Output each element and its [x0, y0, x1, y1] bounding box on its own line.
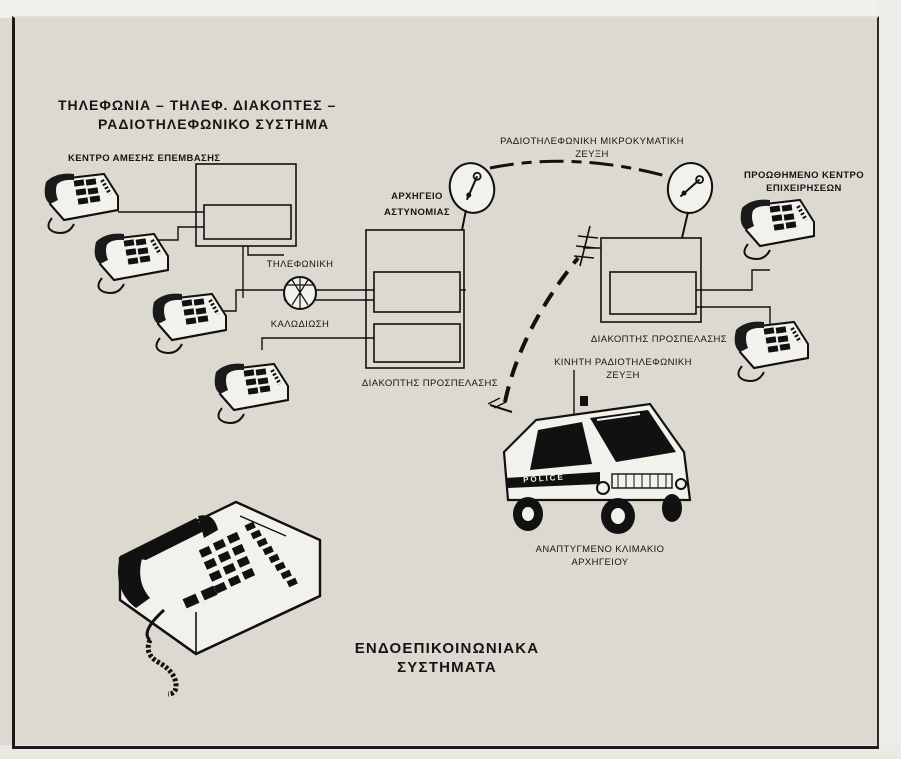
mobile-link-label: ΚΙΝΗΤΗ ΡΑΔΙΟΤΗΛΕΦΩΝΙΚΗ ΖΕΥΞΗ: [528, 357, 718, 382]
police-hq-switch: [365, 229, 465, 369]
police-hq-label: ΑΡΧΗΓΕΙΟ ΑΣΤΥΝΟΜΙΑΣ: [372, 191, 462, 219]
title-line-2: ΡΑΔΙΟΤΗΛΕΦΩΝΙΚΟ ΣΥΣΤΗΜΑ: [98, 115, 330, 132]
access-switch-right-label: ΔΙΑΚΟΠΤΗΣ ΠΡΟΣΠΕΛΑΣΗΣ: [590, 334, 728, 345]
diagram-title: ΤΗΛΕΦΩΝΙΑ – ΤΗΛΕΦ. ΔΙΑΚΟΠΤΕΣ – ΡΑΔΙΟΤΗΛΕ…: [58, 96, 336, 134]
scan-edge-right: [877, 0, 901, 759]
microwave-link-label: ΡΑΔΙΟΤΗΛΕΦΩΝΙΚΗ ΜΙΚΡΟΚΥΜΑΤΙΚΗ ΖΕΥΞΗ: [472, 136, 712, 161]
dish-mast: [681, 211, 689, 239]
title-line-1: ΤΗΛΕΦΩΝΙΑ – ΤΗΛΕΦ. ΔΙΑΚΟΠΤΕΣ –: [58, 97, 337, 113]
emergency-center-label: ΚΕΝΤΡΟ ΑΜΕΣΗΣ ΕΠΕΜΒΑΣΗΣ: [68, 153, 221, 164]
forward-center-switch: [600, 237, 702, 323]
dish-antenna-icon: [662, 158, 718, 218]
police-hq-label-line-1: ΑΡΧΗΓΕΙΟ: [391, 191, 443, 202]
microwave-link-label-line-2: ΖΕΥΞΗ: [575, 149, 609, 161]
police-van-icon: [487, 370, 692, 534]
internal-communication-caption: ΕΝΔΟΕΠΙΚΟΙΝΩΝΙΑΚΑ ΣΥΣΤΗΜΑΤΑ: [332, 640, 562, 678]
caption-line-2: ΣΥΣΤΗΜΑΤΑ: [397, 658, 497, 676]
figure-frame: [12, 16, 879, 749]
mobile-link-label-line-2: ΖΕΥΞΗ: [606, 370, 640, 382]
telephone-icon: [150, 291, 228, 355]
cabling-label-top: ΤΗΛΕΦΩΝΙΚΗ: [266, 259, 334, 270]
telephone-icon: [738, 197, 816, 261]
mobile-radio-link: [503, 256, 580, 403]
access-switch-left-label: ΔΙΑΚΟΠΤΗΣ ΠΡΟΣΠΕΛΑΣΗΣ: [361, 378, 499, 389]
emergency-center-switch: [195, 163, 297, 247]
deployed-hq-label-line-1: ΑΝΑΠΤΥΓΜΕΝΟ ΚΛΙΜΑΚΙΟ: [535, 544, 665, 555]
cabling-label-bottom: ΚΑΛΩΔΙΩΣΗ: [270, 319, 330, 330]
deployed-hq-label: ΑΝΑΠΤΥΓΜΕΝΟ ΚΛΙΜΑΚΙΟ ΑΡΧΗΓΕΙΟΥ: [530, 544, 670, 569]
forward-center-label-line-1: ΠΡΟΩΘΗΜΕΝΟ ΚΕΝΤΡΟ: [744, 170, 864, 181]
scan-edge-top: [0, 0, 901, 18]
microwave-link: [489, 159, 681, 182]
mast-antenna-icon: [573, 225, 599, 267]
mobile-link-label-line-1: ΚΙΝΗΤΗ ΡΑΔΙΟΤΗΛΕΦΩΝΙΚΗ: [554, 357, 692, 368]
police-hq-label-line-2: ΑΣΤΥΝΟΜΙΑΣ: [383, 207, 451, 219]
telephone-icon: [92, 231, 170, 295]
cable-drum-icon: [283, 276, 317, 310]
microwave-link-label-line-1: ΡΑΔΙΟΤΗΛΕΦΩΝΙΚΗ ΜΙΚΡΟΚΥΜΑΤΙΚΗ: [500, 136, 684, 147]
keyset-telephone-icon: [118, 500, 322, 697]
caption-line-1: ΕΝΔΟΕΠΙΚΟΙΝΩΝΙΑΚΑ: [354, 640, 540, 657]
forward-lines: [583, 247, 790, 331]
deployed-hq-label-line-2: ΑΡΧΗΓΕΙΟΥ: [571, 557, 629, 569]
dish-mast: [461, 209, 467, 231]
forward-center-label-line-2: ΕΠΙΧΕΙΡΗΣΕΩΝ: [766, 183, 842, 195]
telephone-icon: [42, 171, 120, 235]
telephone-icon: [212, 361, 290, 425]
forward-center-label: ΠΡΟΩΘΗΜΕΝΟ ΚΕΝΤΡΟ ΕΠΙΧΕΙΡΗΣΕΩΝ: [734, 170, 874, 195]
telephone-icon: [732, 319, 810, 383]
